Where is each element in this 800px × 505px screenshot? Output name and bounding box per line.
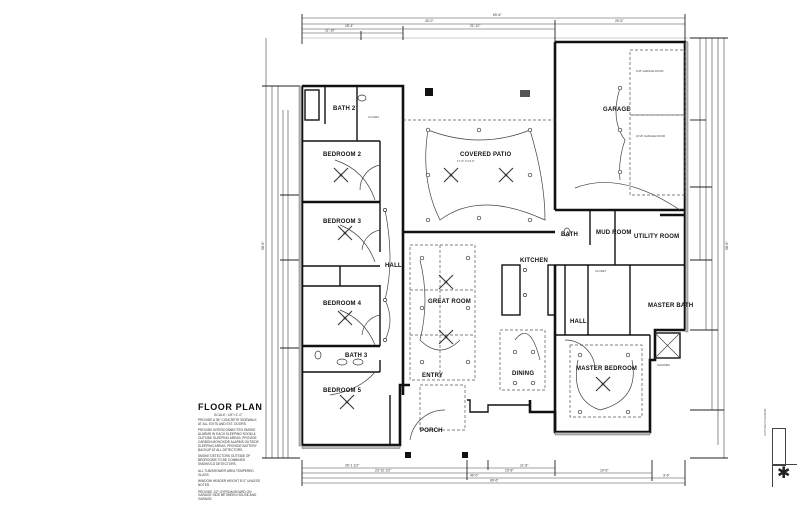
closet-note: CLOSET (368, 115, 379, 119)
note-item: PROVIDE 1/2" GYPSUM BOARD ON GARAGE SIDE… (198, 489, 257, 502)
bottom-dimensions: 26'-1 1/2" 23'-10 1/2" 11'-8" 15'-8" 19'… (301, 460, 686, 486)
dim-bottom-g: 3'-6" (663, 474, 671, 478)
dim-top-mid-left: 40'-0" (425, 19, 434, 23)
exterior-hatching (298, 41, 689, 449)
room-label-master-bath: MASTER BATH (648, 303, 693, 309)
electrical-wiring (329, 87, 681, 411)
grill-appliance (520, 90, 530, 97)
note-item: ALL TUB/SHOWER AREA TEMPERED GLASS. (198, 468, 254, 477)
room-label-bath-3: BATH 3 (345, 353, 368, 359)
dim-left-overall: 58'-6" (261, 241, 265, 250)
star-logo-icon: ✱ (777, 465, 791, 482)
dim-top-a: 18'-4" (345, 24, 354, 28)
fan-icon (498, 167, 514, 183)
drawing-title: FLOOR PLAN (198, 402, 263, 412)
logo-box (772, 464, 797, 487)
room-label-bedroom-2: BEDROOM 2 (323, 152, 362, 158)
copyright-stamp (772, 428, 786, 466)
right-dimensions: 58'-6" (690, 37, 729, 459)
dim-bottom-c: 23'-10 1/2" (375, 469, 392, 473)
note-item: PROVIDE A 36" CONCRETE SIDEWALK AT ALL E… (198, 418, 257, 426)
dim-bottom-f: 15'-8" (505, 469, 514, 473)
garage-door-note-1: 9'x8' GARAGE DOOR (636, 69, 664, 73)
stamp-text: COPYRIGHT DRAWING (764, 408, 767, 436)
light-fixtures (383, 85, 631, 415)
top-dimensions: 69'-6" 40'-0" 29'-6" 18'-4" 21'-11" 11'-… (301, 13, 700, 44)
closet-note: CLOSET (595, 269, 606, 273)
fan-icon (339, 394, 355, 410)
porch-column (405, 452, 411, 458)
drawing-scale: SCALE: 1/8"=1'-0" (214, 413, 243, 417)
interior-walls-left (302, 86, 391, 445)
dim-top-c: 21'-11" (470, 24, 481, 28)
garage-door-note-2: 16'x8' GARAGE DOOR (636, 134, 665, 138)
dim-top-overall: 69'-6" (493, 13, 502, 17)
dim-bottom-d: 19'-6" (600, 469, 609, 473)
dim-bottom-e: 11'-8" (520, 464, 529, 468)
room-label-utility-room: UTILITY ROOM (634, 234, 679, 240)
ceiling-outlines (403, 49, 686, 431)
kitchen-counter (547, 264, 556, 316)
room-label-hall-right: HALL (570, 319, 587, 325)
room-label-porch: PORCH (420, 428, 443, 434)
room-label-garage: GARAGE (603, 107, 631, 113)
fan-icon (438, 274, 454, 290)
room-label-great-room: GREAT ROOM (428, 299, 471, 305)
room-label-bath-2: BATH 2 (333, 106, 356, 112)
patio-column (425, 88, 433, 96)
dim-bottom-b: 26'-1 1/2" (345, 464, 360, 468)
fan-icon (333, 167, 349, 183)
room-label-bath: BATH (561, 232, 578, 238)
bath-fixtures (304, 89, 681, 366)
door-swings (359, 164, 596, 441)
dim-top-b: 11'-10" (325, 29, 336, 33)
room-label-bedroom-4: BEDROOM 4 (323, 301, 362, 307)
room-label-mud-room: MUD ROOM (596, 230, 632, 236)
fan-icon (438, 329, 454, 345)
fan-icon (595, 376, 611, 392)
room-label-covered-patio: COVERED PATIO (460, 152, 512, 158)
patio-size-note: 17'-6" X 24'-0" (457, 159, 475, 163)
room-label-hall-left: HALL (385, 263, 402, 269)
room-label-kitchen: KITCHEN (520, 258, 548, 264)
note-item: SMOKE DETECTORS OUTSIDE OF BEDROOMS TO B… (198, 454, 251, 467)
fan-icon (337, 225, 353, 241)
room-labels: BATH 2 BEDROOM 2 BEDROOM 3 HALL BEDROOM … (323, 106, 693, 434)
note-item: PROVIDE INTERCONNECTED SMOKE ALARMS IN E… (198, 428, 259, 452)
dim-right-overall: 58'-6" (725, 241, 729, 250)
drawing-notes: PROVIDE A 36" CONCRETE SIDEWALK AT ALL E… (198, 418, 260, 505)
fan-icon (337, 310, 353, 326)
left-dimensions: 58'-6" (261, 38, 300, 459)
annotations: 17'-6" X 24'-0" 9'x8' GARAGE DOOR 16'x8'… (368, 69, 670, 367)
shower-note: SHOWER (657, 363, 670, 367)
dim-bottom-overall: 69'-6" (490, 479, 499, 483)
room-label-bedroom-5: BEDROOM 5 (323, 388, 362, 394)
dim-bottom-a: 40'-0" (470, 474, 479, 478)
room-label-master-bedroom: MASTER BEDROOM (576, 366, 637, 372)
fan-icon (443, 167, 459, 183)
room-label-bedroom-3: BEDROOM 3 (323, 219, 362, 225)
note-item: WINDOW HEADER HEIGHT 8'-0" UNLESS NOTED. (198, 479, 260, 488)
dim-top-mid-right: 29'-6" (615, 19, 624, 23)
room-label-dining: DINING (512, 371, 534, 377)
porch-column (462, 452, 468, 458)
exterior-walls (300, 40, 687, 447)
room-label-entry: ENTRY (422, 373, 443, 379)
kitchen-island (501, 264, 521, 316)
ceiling-fans (333, 167, 611, 410)
